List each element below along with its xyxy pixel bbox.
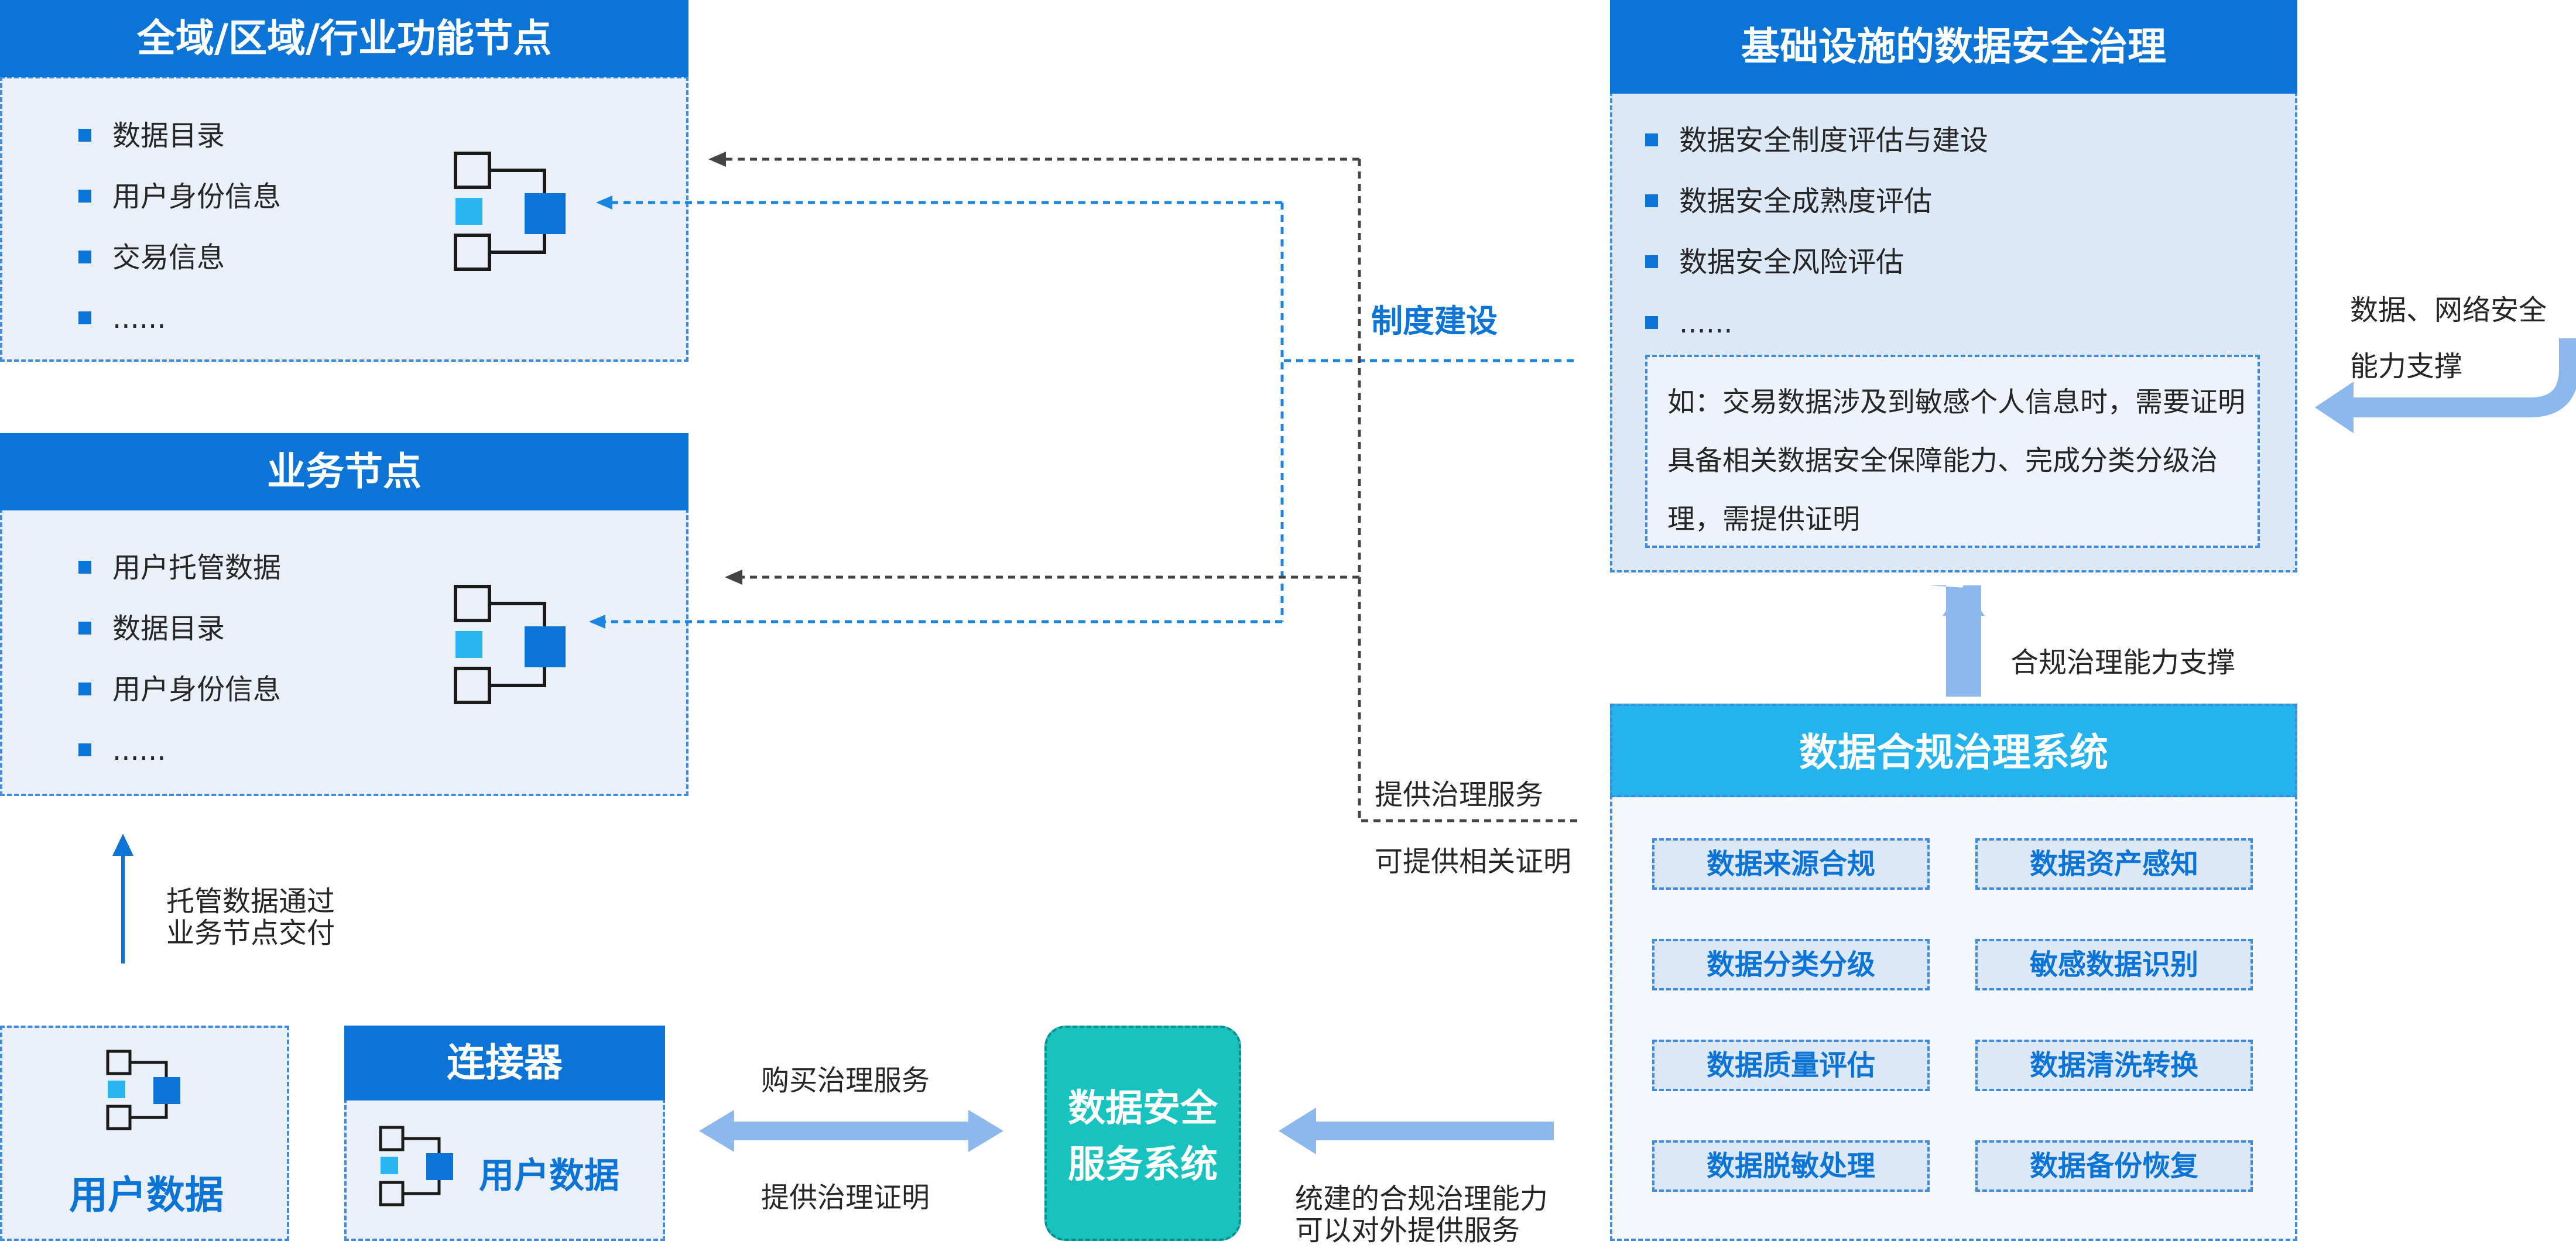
- note-line: 具备相关数据安全保障能力、完成分类分级治: [1667, 445, 2218, 477]
- list-item: 用户托管数据: [78, 537, 281, 598]
- list-item: ......: [78, 720, 281, 781]
- provide-service-label: 提供治理服务: [1375, 779, 1544, 811]
- business-node-list: 用户托管数据 数据目录 用户身份信息 ......: [78, 537, 281, 781]
- list-item: 用户身份信息: [78, 659, 281, 720]
- list-item: ......: [78, 288, 281, 349]
- list-item: 数据安全制度评估与建设: [1645, 110, 1988, 171]
- arrow-icon: [1279, 1108, 1554, 1154]
- node-tree-icon: [379, 1126, 453, 1206]
- policy-label: 制度建设: [1371, 303, 1498, 340]
- node-tree-icon: [454, 585, 566, 704]
- connector-panel: [344, 1098, 665, 1241]
- infra-governance-list: 数据安全制度评估与建设 数据安全成熟度评估 数据安全风险评估 ......: [1645, 110, 1988, 354]
- connector-user-data-label: 用户数据: [479, 1156, 619, 1196]
- provide-cert-label: 可提供相关证明: [1375, 845, 1572, 878]
- list-item: 用户身份信息: [78, 166, 281, 227]
- capability-box: 数据质量评估: [1652, 1040, 1930, 1091]
- user-data-panel: [0, 1026, 289, 1241]
- list-item: 数据安全风险评估: [1645, 232, 1988, 293]
- policy-dashed-lines: [602, 201, 1574, 623]
- arrow-icon: [699, 1110, 1003, 1152]
- arrow-icon: [112, 834, 133, 856]
- custody-label-1: 托管数据通过: [166, 885, 335, 918]
- note-line: 理，需提供证明: [1667, 503, 1860, 536]
- unified-capability-label-2: 可以对外提供服务: [1295, 1214, 1520, 1247]
- arrow-icon: [2348, 338, 2576, 417]
- list-item: ......: [1645, 293, 1988, 354]
- service-line-1: 数据安全: [1068, 1087, 1218, 1130]
- arrow-icon: [708, 152, 726, 167]
- node-tree-icon: [454, 152, 566, 271]
- domain-node-list: 数据目录 用户身份信息 交易信息 ......: [78, 105, 281, 349]
- business-node-panel: [0, 508, 688, 796]
- compliance-support-label: 合规治理能力支撑: [2010, 646, 2236, 679]
- infra-note: 如：交易数据涉及到敏感个人信息时，需要证明 具备相关数据安全保障能力、完成分类分…: [1645, 355, 2260, 548]
- node-tree-icon: [106, 1050, 180, 1130]
- capability-box: 敏感数据识别: [1975, 939, 2253, 990]
- capability-box: 数据备份恢复: [1975, 1140, 2253, 1192]
- capability-box: 数据分类分级: [1652, 939, 1930, 990]
- list-item: 交易信息: [78, 227, 281, 288]
- service-dashed-lines: [726, 157, 1577, 822]
- infra-governance-title: 基础设施的数据安全治理: [1610, 0, 2297, 94]
- arrow-icon: [589, 615, 605, 629]
- arrow-icon: [725, 570, 742, 585]
- arrow-icon: [1953, 613, 1974, 697]
- capability-box: 数据资产感知: [1975, 838, 2253, 890]
- capability-box: 数据来源合规: [1652, 838, 1930, 890]
- capability-box: 数据清洗转换: [1975, 1040, 2253, 1091]
- custody-label-2: 业务节点交付: [166, 917, 335, 949]
- domain-node-title: 全域/区域/行业功能节点: [0, 0, 688, 77]
- note-line: 如：交易数据涉及到敏感个人信息时，需要证明: [1667, 386, 2245, 419]
- business-node-title: 业务节点: [0, 433, 688, 510]
- domain-node-panel: [0, 76, 688, 362]
- compliance-system-title: 数据合规治理系统: [1610, 704, 2297, 797]
- external-support-label-1: 数据、网络安全: [2350, 294, 2547, 327]
- list-item: 数据目录: [78, 598, 281, 659]
- arrow-icon: [596, 196, 612, 210]
- unified-capability-label-1: 统建的合规治理能力: [1295, 1182, 1549, 1215]
- user-data-label: 用户数据: [69, 1172, 224, 1218]
- arrow-icon: [2315, 382, 2354, 433]
- connector-title: 连接器: [344, 1026, 665, 1100]
- service-line-2: 服务系统: [1068, 1143, 1218, 1187]
- data-security-service-system: 数据安全 服务系统: [1044, 1026, 1241, 1241]
- provide-proof-label: 提供治理证明: [761, 1181, 930, 1214]
- buy-service-label: 购买治理服务: [761, 1064, 930, 1097]
- capability-box: 数据脱敏处理: [1652, 1140, 1930, 1192]
- list-item: 数据安全成熟度评估: [1645, 171, 1988, 232]
- arrow-icon: [1943, 585, 1985, 616]
- external-support-label-2: 能力支撑: [2350, 350, 2463, 383]
- list-item: 数据目录: [78, 105, 281, 166]
